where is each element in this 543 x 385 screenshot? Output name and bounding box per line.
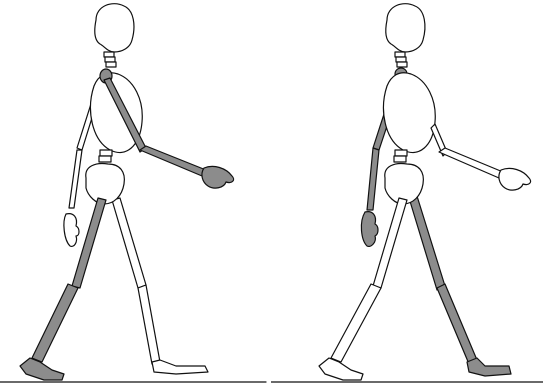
far-shin bbox=[138, 285, 160, 364]
left-figure bbox=[0, 0, 272, 385]
far-foot bbox=[152, 360, 208, 374]
right-figure bbox=[271, 0, 543, 385]
lower-spine bbox=[394, 150, 407, 162]
near-forearm bbox=[439, 148, 503, 178]
far-forearm bbox=[367, 148, 379, 210]
far-hand bbox=[64, 214, 79, 247]
far-forearm bbox=[69, 150, 82, 208]
far-thigh bbox=[112, 198, 146, 288]
far-shin bbox=[437, 284, 477, 364]
far-foot bbox=[467, 358, 511, 376]
near-shin bbox=[331, 284, 381, 362]
near-hand bbox=[499, 168, 531, 190]
skull bbox=[95, 4, 134, 52]
lower-spine bbox=[99, 150, 112, 162]
near-thigh bbox=[373, 198, 407, 288]
near-shin bbox=[32, 284, 78, 362]
far-hand bbox=[361, 212, 378, 247]
far-thigh bbox=[409, 196, 445, 290]
right-figure-drawing bbox=[271, 0, 543, 385]
neck-vertebrae bbox=[104, 52, 116, 67]
far-leg bbox=[112, 198, 208, 374]
near-leg bbox=[20, 198, 106, 380]
near-hand bbox=[202, 166, 234, 188]
far-leg bbox=[409, 196, 511, 376]
left-figure-drawing bbox=[0, 0, 272, 385]
near-arm bbox=[431, 124, 531, 190]
near-forearm bbox=[140, 146, 206, 176]
neck-vertebrae bbox=[395, 52, 407, 67]
near-thigh bbox=[72, 198, 106, 288]
rib-cage bbox=[384, 73, 436, 153]
skull bbox=[386, 4, 425, 52]
